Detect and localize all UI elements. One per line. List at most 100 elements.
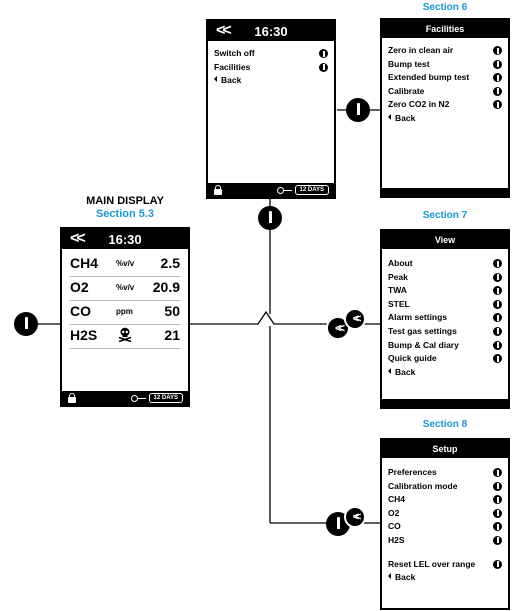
view-screen: View About Peak TWA STEL Alarm settings …	[380, 229, 510, 409]
gas-name: CO	[70, 303, 91, 319]
menu-item-zero-clean-air[interactable]: Zero in clean air	[388, 44, 502, 58]
menu-item-label: Reset LEL over range	[388, 558, 476, 569]
menu-item-label: Quick guide	[388, 353, 437, 364]
menu-item-calibrate[interactable]: Calibrate	[388, 85, 502, 99]
menu-item-label: Back	[395, 572, 416, 583]
menu-item-label: Facilities	[214, 61, 251, 72]
menu-item-about[interactable]: About	[388, 257, 502, 271]
info-icon	[493, 559, 502, 569]
menu-item-o2[interactable]: O2	[388, 507, 502, 521]
info-icon	[493, 468, 502, 477]
double-chevron-button-setup[interactable]: <<	[344, 506, 366, 528]
info-icon	[493, 495, 502, 505]
double-chevron-button-view-back[interactable]: <<	[344, 308, 366, 330]
top-menu-list: Switch off Facilities Back	[214, 47, 328, 88]
info-button-left[interactable]	[14, 312, 38, 336]
info-button-facilities[interactable]	[346, 98, 370, 122]
menu-item-zero-co2[interactable]: Zero CO2 in N2	[388, 98, 502, 112]
gas-name: CH4	[70, 255, 99, 271]
view-section-link[interactable]: Section 7	[422, 210, 468, 221]
menu-item-label: Bump test	[388, 58, 430, 69]
menu-item-label: CH4	[388, 494, 406, 505]
facilities-menu-list: Zero in clean air Bump test Extended bum…	[388, 44, 502, 126]
days-remaining-badge: 12 DAYS	[294, 185, 329, 195]
menu-item-bump-test[interactable]: Bump test	[388, 58, 502, 72]
clock-time: 16:30	[108, 231, 142, 247]
menu-item-preferences[interactable]: Preferences	[388, 466, 502, 480]
info-icon	[319, 62, 328, 72]
facilities-footer	[382, 188, 508, 196]
menu-item-extended-bump-test[interactable]: Extended bump test	[388, 71, 502, 85]
info-icon	[493, 100, 502, 110]
menu-item-label: Preferences	[388, 467, 437, 477]
menu-item-label: About	[388, 258, 413, 268]
menu-item-twa[interactable]: TWA	[388, 284, 502, 298]
menu-item-label: Peak	[388, 271, 408, 282]
gas-name: H2S	[70, 327, 98, 343]
reading-row-o2: O2 %v/v 20.9	[70, 278, 182, 298]
menu-item-switch-off[interactable]: Switch off	[214, 47, 328, 61]
menu-item-bump-cal-diary[interactable]: Bump & Cal diary	[388, 339, 502, 353]
days-remaining-badge: 12 DAYS	[148, 393, 183, 403]
gas-value: 2.5	[160, 255, 180, 271]
row-divider	[70, 348, 180, 349]
menu-item-label: TWA	[388, 285, 407, 296]
setup-header: Setup	[382, 440, 508, 458]
info-icon	[493, 326, 502, 336]
main-display-section-link[interactable]: Section 5.3	[95, 208, 155, 220]
clock-time: 16:30	[254, 23, 288, 39]
gas-unit: %v/v	[116, 259, 135, 268]
menu-item-test-gas-settings[interactable]: Test gas settings	[388, 325, 502, 339]
reading-row-h2s: H2S 21	[70, 326, 182, 346]
menu-item-back[interactable]: Back	[388, 571, 502, 585]
key-icon	[131, 395, 146, 402]
menu-item-peak[interactable]: Peak	[388, 271, 502, 285]
facilities-header: Facilities	[382, 20, 508, 38]
main-display-screen: << 16:30 CH4 %v/v 2.5 O2 %v/v 20.9 CO pp…	[60, 227, 190, 407]
info-icon	[319, 49, 328, 58]
row-divider	[70, 324, 180, 325]
menu-item-h2s[interactable]: H2S	[388, 534, 502, 548]
screen-header: View	[434, 235, 456, 245]
menu-item-alarm-settings[interactable]: Alarm settings	[388, 311, 502, 325]
lock-icon	[68, 393, 76, 403]
menu-item-label: Extended bump test	[388, 72, 470, 83]
menu-item-ch4[interactable]: CH4	[388, 493, 502, 507]
menu-item-label: Calibrate	[388, 85, 425, 96]
row-divider	[70, 300, 180, 301]
setup-screen: Setup Preferences Calibration mode CH4 O…	[380, 438, 510, 610]
menu-item-stel[interactable]: STEL	[388, 298, 502, 312]
setup-menu-list: Preferences Calibration mode CH4 O2 CO H…	[388, 466, 502, 585]
info-icon	[493, 73, 502, 83]
top-menu-screen: << 16:30 Switch off Facilities Back 12 D…	[206, 19, 336, 199]
menu-item-back[interactable]: Back	[388, 366, 502, 380]
info-icon	[493, 46, 502, 55]
setup-section-link[interactable]: Section 8	[422, 419, 468, 430]
menu-item-label: O2	[388, 507, 400, 518]
main-display-statusbar: 12 DAYS	[62, 391, 188, 405]
menu-item-label: Switch off	[214, 48, 255, 58]
skull-crossbones-icon	[118, 327, 132, 342]
facilities-screen: Facilities Zero in clean air Bump test E…	[380, 18, 510, 198]
gas-unit: ppm	[116, 307, 133, 316]
menu-item-label: Bump & Cal diary	[388, 339, 459, 350]
menu-item-quick-guide[interactable]: Quick guide	[388, 352, 502, 366]
lock-icon	[214, 185, 222, 195]
gas-unit: %v/v	[116, 283, 135, 292]
menu-item-back[interactable]: Back	[214, 74, 328, 88]
menu-item-reset-lel[interactable]: Reset LEL over range	[388, 558, 502, 572]
menu-item-co[interactable]: CO	[388, 520, 502, 534]
info-button-center[interactable]	[258, 206, 282, 230]
screen-header: Setup	[432, 444, 458, 454]
menu-item-label: Back	[221, 75, 242, 86]
info-icon	[493, 508, 502, 518]
menu-item-calibration-mode[interactable]: Calibration mode	[388, 480, 502, 494]
info-icon	[493, 272, 502, 282]
info-icon	[493, 354, 502, 364]
info-icon	[493, 259, 502, 268]
menu-item-facilities[interactable]: Facilities	[214, 61, 328, 75]
facilities-section-link[interactable]: Section 6	[422, 2, 468, 13]
info-icon	[493, 535, 502, 545]
menu-item-back[interactable]: Back	[388, 112, 502, 126]
info-icon	[493, 340, 502, 350]
